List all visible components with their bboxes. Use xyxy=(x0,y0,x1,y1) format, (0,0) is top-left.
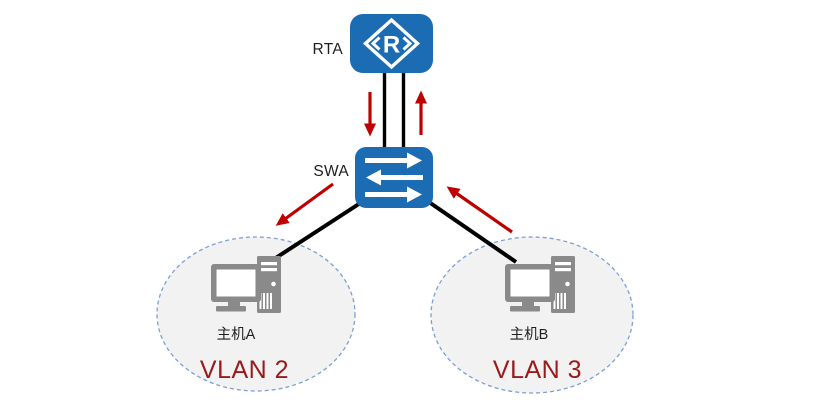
flow-arrow-hostb-to-swa xyxy=(446,186,513,234)
router-chevron-left xyxy=(370,36,381,51)
router-diamond xyxy=(362,17,421,70)
router-icon: R xyxy=(350,14,433,73)
link-swa-hostb xyxy=(424,198,518,264)
router-label: RTA xyxy=(312,41,343,58)
vlan3-label: VLAN 3 xyxy=(492,356,583,384)
router-chevron-right xyxy=(402,36,413,51)
switch-icon xyxy=(355,147,433,208)
vlan3-zone-ellipse xyxy=(430,236,634,394)
link-swa-hosta xyxy=(266,198,367,265)
host-b-label: 主机B xyxy=(509,327,549,343)
host-a-label: 主机A xyxy=(216,327,256,343)
switch-label: SWA xyxy=(313,163,349,180)
vlan2-label: VLAN 2 xyxy=(199,356,290,384)
router-letter: R xyxy=(383,32,400,59)
vlan2-zone-ellipse xyxy=(156,236,356,392)
flow-arrow-swa-to-hosta xyxy=(275,182,334,226)
